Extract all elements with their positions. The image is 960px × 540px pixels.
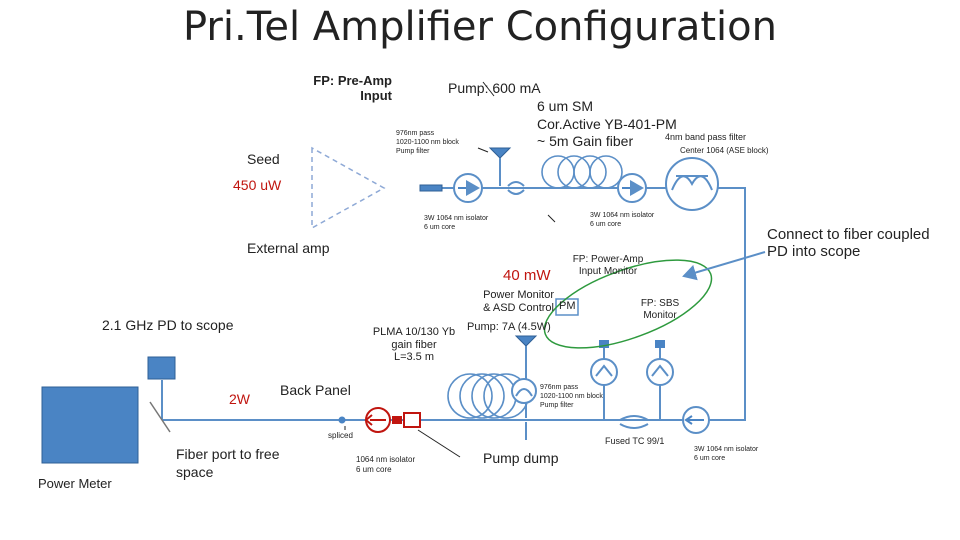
bandpass-center-label: Center 1064 (ASE block) <box>680 146 769 155</box>
isolator-2-label: 3W 1064 nm isolator 6 um core <box>590 212 655 228</box>
external-amp-triangle <box>311 146 386 230</box>
two-w-label: 2W <box>229 391 250 407</box>
pd-fiber <box>161 380 328 421</box>
fp-poweramp-label: FP: Power-Amp Input Monitor <box>572 254 644 277</box>
isolator-4-label: 1064 nm isolator 6 um core <box>356 455 416 475</box>
isolator-1 <box>453 173 483 203</box>
power-meter-box <box>41 386 139 464</box>
connect-label: Connect to fiber coupled PD into scope <box>767 226 930 261</box>
pd-scope-label: 2.1 GHz PD to scope <box>102 317 234 333</box>
fused-label: Fused TC 99/1 <box>605 436 665 446</box>
pump-filter-top-label: 976nm pass 1020-1100 nm block Pump filte… <box>396 130 459 155</box>
power-monitor-tap <box>590 340 618 420</box>
isolator-3 <box>682 406 710 434</box>
pump-filter-bottom <box>511 378 537 404</box>
gain-fiber-coil-top <box>541 155 623 189</box>
spliced-label: spliced <box>328 431 353 440</box>
fp-preamp-label: FP: Pre-Amp Input <box>313 73 392 103</box>
connect-arrow <box>682 251 766 281</box>
gain-fiber-top-label: 6 um SM Cor.Active YB-401-PM ~ 5m Gain f… <box>537 98 677 149</box>
page-title: Pri.Tel Amplifier Configuration <box>183 4 777 50</box>
fused-coupler <box>619 415 649 429</box>
pump-filter-bottom-label: 976nm pass 1020-1100 nm block Pump filte… <box>540 384 603 409</box>
seed-label: Seed <box>247 151 280 167</box>
pump-7a-label: Pump: 7A (4.5W) <box>467 321 551 333</box>
pm-label: PM <box>559 300 576 312</box>
isolator-1-label: 3W 1064 nm isolator 6 um core <box>424 215 489 231</box>
monitor-ellipse <box>543 259 713 349</box>
sbs-monitor-tap <box>646 340 674 420</box>
bandpass-label: 4nm band pass filter <box>665 132 747 142</box>
fp-sbs-label: FP: SBS Monitor <box>640 298 680 321</box>
plma-label: PLMA 10/130 Yb gain fiber L=3.5 m <box>372 326 456 364</box>
external-amp-label: External amp <box>247 240 330 256</box>
pump-600-label: Pump: 600 mA <box>448 80 541 96</box>
photodiode-box <box>147 356 176 380</box>
bandpass-filter <box>665 157 719 211</box>
pump-dump-label: Pump dump <box>483 450 559 466</box>
seed-power-label: 450 uW <box>233 177 282 193</box>
isolator-4 <box>364 407 421 433</box>
isolator-2 <box>617 173 647 203</box>
seed-connector <box>419 184 443 192</box>
pump-7a <box>514 335 538 418</box>
beam-splitter <box>149 401 171 433</box>
power-monitor-label: Power Monitor & ASD Control <box>483 289 554 314</box>
power-meter-label: Power Meter <box>38 476 112 491</box>
back-panel-label: Back Panel <box>280 382 351 398</box>
pump-filter-top <box>507 181 525 195</box>
fiber-port-label: Fiber port to free space <box>176 446 280 481</box>
pump-600ma <box>482 81 512 186</box>
back-panel-dot <box>338 416 346 424</box>
power-40mw-label: 40 mW <box>503 267 551 284</box>
isolator-3-label: 3W 1064 nm isolator 6 um core <box>694 446 759 462</box>
